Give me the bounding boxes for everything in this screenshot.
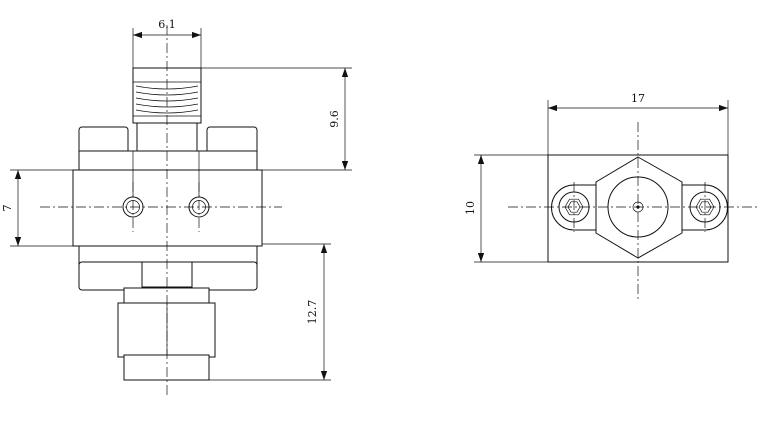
dim-label-block-height: 7 <box>1 205 14 212</box>
dimension-bottom-height: 12.7 <box>209 243 331 381</box>
bottom-connector <box>117 287 216 381</box>
side-view: 17 10 <box>464 92 760 302</box>
side-view-centerlines <box>508 122 760 302</box>
dimension-block-height: 7 <box>1 169 73 247</box>
dim-label-thread-height: 9.6 <box>328 110 341 128</box>
dim-label-side-width: 17 <box>631 92 645 105</box>
dimension-side-height: 10 <box>464 154 548 263</box>
front-view: 6.1 9.6 7 12.7 <box>1 18 352 398</box>
dimension-top-width: 6.1 <box>132 18 202 68</box>
front-view-centerlines <box>40 25 282 398</box>
lower-flange <box>78 245 258 291</box>
dim-label-top-width: 6.1 <box>158 18 176 31</box>
dimension-side-width: 17 <box>547 92 729 155</box>
dim-label-bottom-height: 12.7 <box>306 300 319 325</box>
dimension-thread-height: 9.6 <box>201 67 352 171</box>
dim-label-side-height: 10 <box>464 201 477 215</box>
